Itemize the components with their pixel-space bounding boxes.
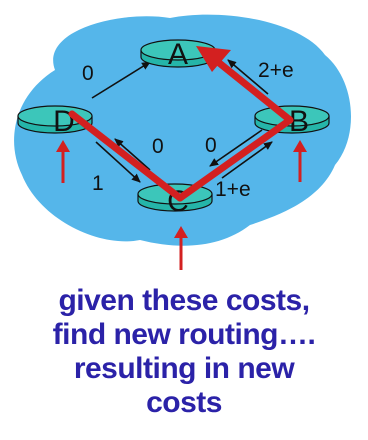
caption: given these costs, find new routing…. re… bbox=[0, 284, 368, 420]
red-up-arrow-icon bbox=[174, 226, 188, 270]
route-c-b-a bbox=[176, 58, 294, 202]
link-d-to-a bbox=[91, 61, 151, 99]
cost-c-to-d: 0 bbox=[152, 135, 164, 158]
router-d-label: D bbox=[53, 105, 75, 138]
caption-line-2: find new routing…. bbox=[52, 318, 316, 351]
caption-line-1: given these costs, bbox=[58, 284, 310, 317]
cost-b-to-c: 0 bbox=[205, 134, 217, 157]
routing-diagram: A D B C 0 2+e 0 0 1 1+e bbox=[14, 14, 352, 270]
link-b-to-a bbox=[227, 59, 269, 95]
router-a-label: A bbox=[168, 38, 188, 71]
caption-line-4: costs bbox=[146, 386, 222, 419]
cost-d-to-a: 0 bbox=[82, 62, 94, 85]
cost-c-to-b: 1+e bbox=[215, 178, 251, 201]
caption-line-3: resulting in new bbox=[73, 352, 295, 385]
red-up-arrow-icon bbox=[56, 140, 70, 183]
link-c-to-d bbox=[114, 138, 151, 171]
route-arrowhead-icon bbox=[196, 46, 231, 72]
link-d-to-c bbox=[95, 141, 141, 183]
route-d-to-c bbox=[68, 110, 184, 202]
cost-b-to-a: 2+e bbox=[258, 59, 294, 82]
link-c-to-b bbox=[221, 141, 273, 179]
network-cloud bbox=[14, 14, 352, 246]
cost-d-to-c: 1 bbox=[92, 172, 104, 195]
link-b-to-c bbox=[209, 129, 263, 167]
router-b-label: B bbox=[289, 105, 309, 138]
red-up-arrow-icon bbox=[293, 140, 307, 182]
